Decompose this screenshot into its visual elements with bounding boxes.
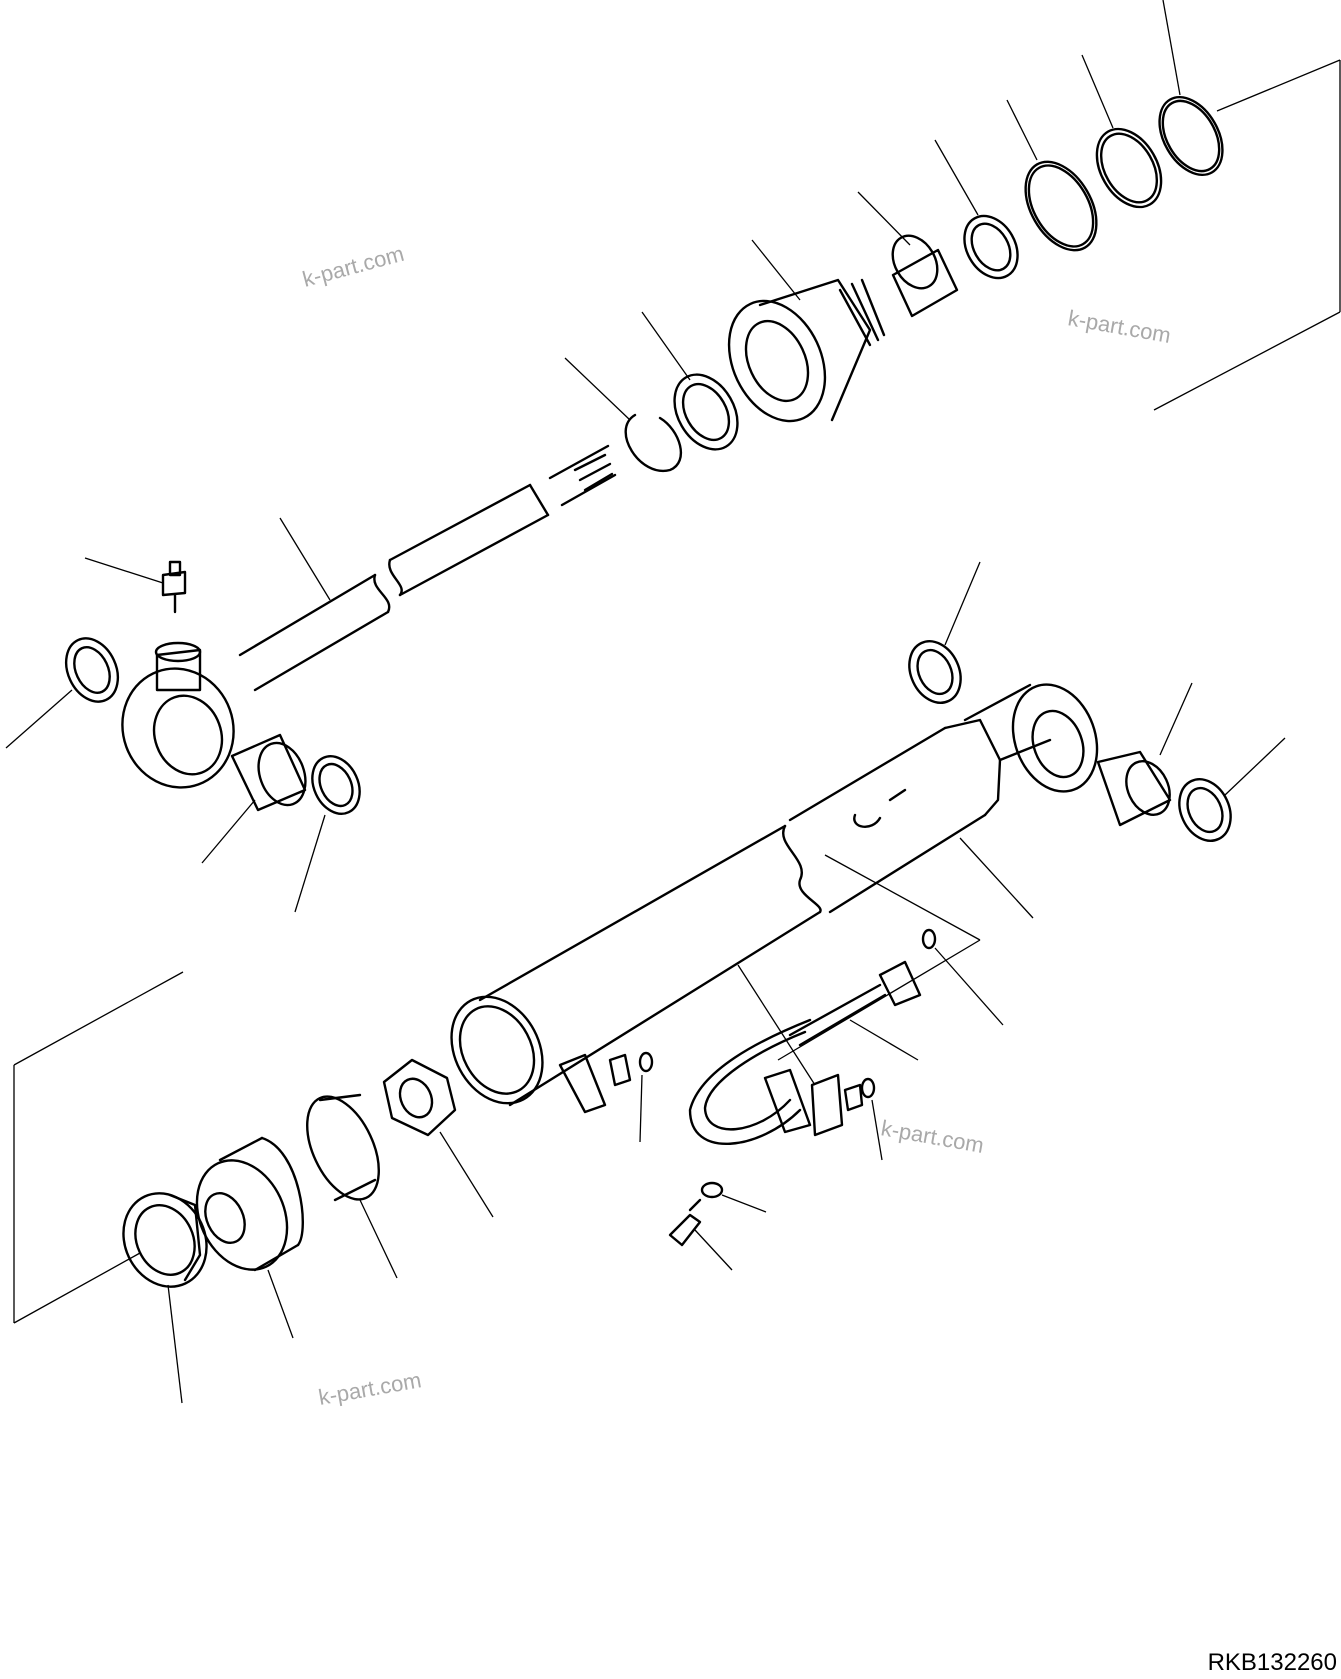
watermark-text: k-part.com <box>300 241 407 292</box>
rod-dust-seal-right-part <box>311 755 361 815</box>
backup-ring-part <box>1095 127 1163 209</box>
grease-fitting-part <box>161 560 187 614</box>
tube-dust-seal-right-part <box>1178 778 1232 842</box>
leader-lines-upper <box>5 0 1181 913</box>
dust-seal-part <box>963 214 1019 280</box>
wear-ring-part <box>306 1093 380 1202</box>
watermark-text: k-part.com <box>317 1367 424 1410</box>
watermark-text: k-part.com <box>879 1115 986 1158</box>
piping-guide-lines <box>737 854 981 1086</box>
pin-bushing-part <box>1096 750 1172 827</box>
piston-rod-part <box>121 444 617 789</box>
rod-dust-seal-left-part <box>64 637 120 703</box>
o-ring-part <box>1024 160 1098 252</box>
tube-dust-seal-top-part <box>908 640 962 704</box>
snap-ring-part <box>624 413 682 473</box>
pipe-assembly-part <box>638 928 937 1247</box>
cylinder-head-part <box>727 278 886 423</box>
bushing-part <box>891 234 959 318</box>
lower-bracket-lines <box>13 971 184 1324</box>
upper-bracket-lines <box>1153 59 1341 411</box>
rod-pin-bushing-part <box>230 733 307 812</box>
buffer-ring-part <box>673 373 739 451</box>
watermark-text: k-part.com <box>1066 305 1173 348</box>
leader-lines-lower <box>167 561 1286 1404</box>
o-ring-part <box>1158 96 1224 176</box>
piston-seal-part <box>122 1192 208 1288</box>
piston-part <box>195 1136 304 1272</box>
cylinder-tube-part <box>450 683 1099 1114</box>
piston-nut-part <box>382 1058 457 1137</box>
drawing-code-label: RKB132260 <box>1207 1649 1337 1676</box>
